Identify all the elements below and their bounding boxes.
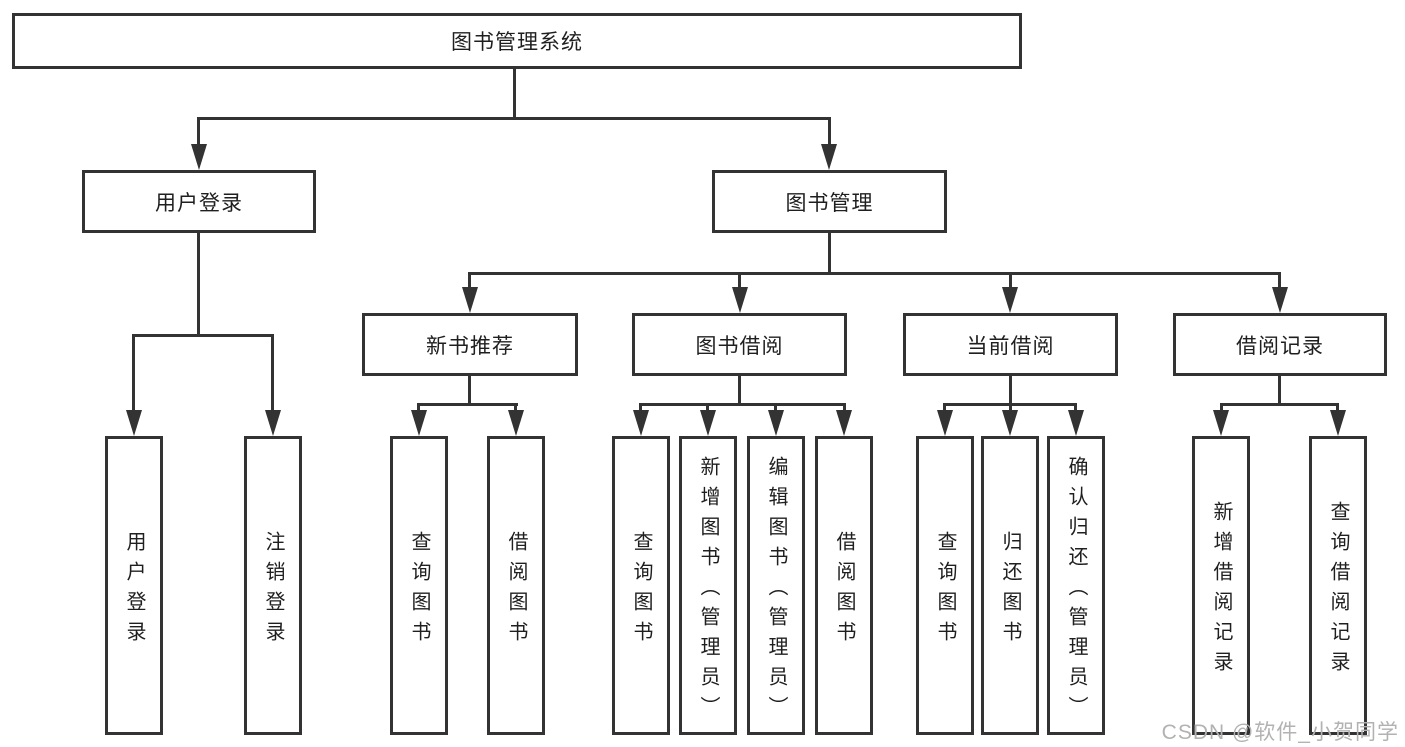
connector-borrow-stem: [738, 376, 741, 405]
connector-record-stem: [1278, 376, 1281, 405]
node-new-book-recommend: 新书推荐: [362, 313, 578, 376]
arrowhead-add-record: [1213, 410, 1229, 436]
leaf-borrow-query-book-label: 查询图书: [630, 530, 652, 651]
connector-arm-book-borrow: [738, 272, 741, 289]
arrowhead-current-query: [937, 410, 953, 436]
leaf-borrow-query-book: 查询图书: [612, 436, 670, 735]
leaf-user-login: 用户登录: [105, 436, 163, 735]
connector-arm-book-management: [828, 117, 831, 147]
arrowhead-current-borrow: [1002, 287, 1018, 313]
connector-arm-borrow-book: [843, 403, 846, 412]
node-borrow-record: 借阅记录: [1173, 313, 1387, 376]
connector-arm-add-record: [1220, 403, 1223, 412]
arrowhead-leaf-logout: [265, 410, 281, 436]
connector-user-login-stem: [197, 233, 200, 336]
node-new-book-recommend-label: 新书推荐: [426, 334, 514, 358]
connector-arm-borrow-record: [1278, 272, 1281, 289]
connector-arm-recommend-borrow: [514, 403, 517, 412]
leaf-recommend-borrow-book: 借阅图书: [487, 436, 545, 735]
leaf-return-book: 归还图书: [981, 436, 1039, 735]
node-root-label: 图书管理系统: [451, 31, 583, 54]
leaf-current-query-book-label: 查询图书: [934, 530, 956, 651]
leaf-borrow-book: 借阅图书: [815, 436, 873, 735]
connector-arm-recommend-query: [417, 403, 420, 412]
connector-recommend-stem: [468, 376, 471, 405]
connector-arm-current-query: [943, 403, 946, 412]
leaf-recommend-borrow-book-label: 借阅图书: [505, 530, 527, 651]
connector-current-stem: [1009, 376, 1012, 405]
leaf-add-borrow-record: 新增借阅记录: [1192, 436, 1250, 735]
connector-arm-edit-book: [774, 403, 777, 412]
connector-arm-new-book-recommend: [468, 272, 471, 289]
connector-book-management-stem: [828, 233, 831, 274]
node-user-login-label: 用户登录: [155, 191, 243, 215]
connector-arm-leaf-login: [132, 334, 135, 412]
arrowhead-book-management: [821, 144, 837, 170]
node-current-borrow: 当前借阅: [903, 313, 1118, 376]
leaf-logout-label: 注销登录: [262, 530, 284, 651]
arrowhead-return-book: [1002, 410, 1018, 436]
connector-arm-query-record: [1336, 403, 1339, 412]
node-book-management: 图书管理: [712, 170, 947, 233]
node-book-management-label: 图书管理: [785, 191, 874, 215]
node-root: 图书管理系统: [12, 13, 1022, 69]
node-current-borrow-label: 当前借阅: [966, 334, 1055, 358]
node-user-login: 用户登录: [82, 170, 316, 233]
connector-arm-user-login: [197, 117, 200, 147]
arrowhead-add-book: [700, 410, 716, 436]
connector-borrow-split: [639, 403, 846, 406]
connector-arm-return-book: [1009, 403, 1012, 412]
connector-arm-leaf-logout: [271, 334, 274, 412]
connector-arm-confirm-return: [1074, 403, 1077, 412]
connector-arm-add-book: [706, 403, 709, 412]
connector-user-login-split: [132, 334, 274, 337]
arrowhead-book-borrow: [732, 287, 748, 313]
connector-record-split: [1220, 403, 1338, 406]
leaf-edit-book-admin-label: 编辑图书（管理员）: [765, 455, 787, 726]
arrowhead-borrow-query: [633, 410, 649, 436]
node-borrow-record-label: 借阅记录: [1236, 334, 1324, 358]
arrowhead-query-record: [1330, 410, 1346, 436]
connector-root-stem: [513, 69, 516, 119]
arrowhead-borrow-record: [1272, 287, 1288, 313]
leaf-recommend-query-book-label: 查询图书: [408, 530, 430, 651]
csdn-watermark: CSDN @软件_小贺同学: [1161, 721, 1399, 744]
node-book-borrow-label: 图书借阅: [695, 334, 784, 358]
connector-arm-current-borrow: [1009, 272, 1012, 289]
arrowhead-new-book-recommend: [462, 287, 478, 313]
arrowhead-recommend-query: [411, 410, 427, 436]
leaf-query-borrow-record-label: 查询借阅记录: [1327, 500, 1349, 681]
leaf-add-book-admin-label: 新增图书（管理员）: [697, 455, 719, 726]
arrowhead-leaf-login: [126, 410, 142, 436]
arrowhead-confirm-return: [1068, 410, 1084, 436]
leaf-borrow-book-label: 借阅图书: [833, 530, 855, 651]
leaf-logout: 注销登录: [244, 436, 302, 735]
leaf-return-book-label: 归还图书: [999, 530, 1021, 651]
connector-recommend-split: [417, 403, 518, 406]
leaf-user-login-label: 用户登录: [123, 530, 145, 651]
leaf-query-borrow-record: 查询借阅记录: [1309, 436, 1367, 735]
leaf-recommend-query-book: 查询图书: [390, 436, 448, 735]
arrowhead-edit-book: [768, 410, 784, 436]
arrowhead-recommend-borrow: [508, 410, 524, 436]
connector-arm-borrow-query: [639, 403, 642, 412]
connector-root-split: [197, 117, 831, 120]
connector-book-management-split: [468, 272, 1281, 275]
leaf-confirm-return-admin-label: 确认归还（管理员）: [1065, 455, 1087, 726]
arrowhead-borrow-book: [836, 410, 852, 436]
leaf-edit-book-admin: 编辑图书（管理员）: [747, 436, 805, 735]
arrowhead-user-login: [191, 144, 207, 170]
leaf-confirm-return-admin: 确认归还（管理员）: [1047, 436, 1105, 735]
node-book-borrow: 图书借阅: [632, 313, 847, 376]
leaf-add-book-admin: 新增图书（管理员）: [679, 436, 737, 735]
leaf-current-query-book: 查询图书: [916, 436, 974, 735]
leaf-add-borrow-record-label: 新增借阅记录: [1210, 500, 1232, 681]
